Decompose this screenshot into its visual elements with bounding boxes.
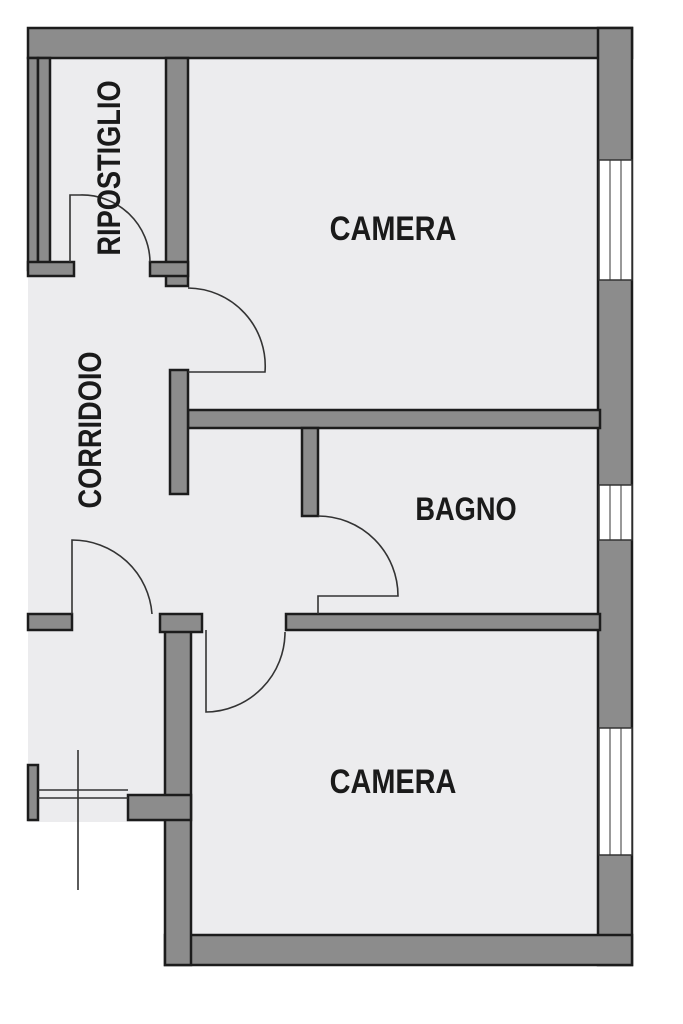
camera-bagno-wall [186,408,602,430]
door-bagno [317,515,399,614]
room-label-corridoio: CORRIDOIO [73,351,109,508]
windows [598,159,633,856]
window-bagno [598,484,633,541]
bottom-left-stub [126,793,193,822]
outside-area [28,822,165,972]
corridor-bottom-stub [158,612,204,634]
window-camera-bottom [598,727,633,856]
top-wall [26,26,634,60]
ripostiglio-left-wall [36,56,52,272]
doors [38,194,399,890]
window-camera-top [598,159,633,281]
room-label-camera-top: CAMERA [330,209,457,248]
bagno-left-wall [300,426,320,518]
door-ripostiglio [69,194,151,263]
bagno-camera-wall [284,612,602,632]
door-corridor-left [71,539,153,615]
bottom-wall [163,933,634,967]
door-entrance [38,750,128,890]
room-label-bagno: BAGNO [415,492,516,528]
bottom-left-wall-stub [26,763,40,822]
ripostiglio-bottom-left [26,260,76,278]
corridor-stub [168,368,190,496]
ripostiglio-right-wall [164,56,190,288]
ripostiglio-bottom-right [148,260,190,278]
door-camera-bottom [205,630,286,713]
door-camera-top [187,287,267,373]
lower-camera-left-wall [163,616,193,967]
room-label-camera-bottom: CAMERA [330,762,457,801]
left-wall-stub-top [26,56,40,272]
room-label-ripostiglio: RIPOSTIGLIO [92,80,128,255]
corridor-left-wall [26,612,74,632]
